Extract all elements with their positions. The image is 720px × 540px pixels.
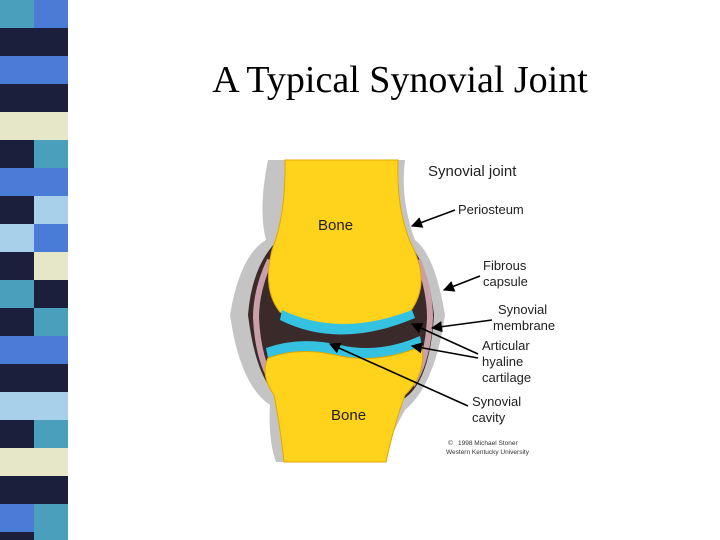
label-cavity-1: Synovial <box>472 394 521 409</box>
copyright-line-2: Western Kentucky University <box>446 449 530 456</box>
label-cartilage-2: hyaline <box>482 354 523 369</box>
slide-title: A Typical Synovial Joint <box>212 59 588 101</box>
synovial-joint-diagram: Bone Bone Synovial joint Periosteum Fibr… <box>230 159 555 463</box>
arrow-cavity <box>328 343 469 407</box>
label-cavity-2: cavity <box>472 410 506 425</box>
arrow-periosteum <box>410 209 456 228</box>
diagram-heading: Synovial joint <box>428 163 517 180</box>
label-membrane-2: membrane <box>493 318 555 333</box>
arrow-cartilage-b <box>410 342 479 359</box>
copyright-symbol: © <box>448 439 453 447</box>
label-bone-bottom: Bone <box>331 407 366 424</box>
cartilage-top <box>280 310 415 335</box>
arrow-fibrous <box>442 275 481 292</box>
bone-top <box>267 159 422 327</box>
label-cartilage-1: Articular <box>482 338 530 353</box>
arrow-cartilage-a <box>410 323 479 355</box>
bone-bottom <box>264 345 424 463</box>
cartilage-bottom <box>266 336 422 359</box>
decorative-stripe-column <box>0 0 68 540</box>
label-membrane-1: Synovial <box>498 302 547 317</box>
copyright-line-1: 1998 Michael Stoner <box>458 440 518 447</box>
arrow-membrane <box>430 319 493 333</box>
label-bone-top: Bone <box>318 217 353 234</box>
label-fibrous-2: capsule <box>483 274 528 289</box>
label-periosteum: Periosteum <box>458 202 524 217</box>
label-fibrous-1: Fibrous <box>483 258 527 273</box>
label-cartilage-3: cartilage <box>482 370 531 385</box>
